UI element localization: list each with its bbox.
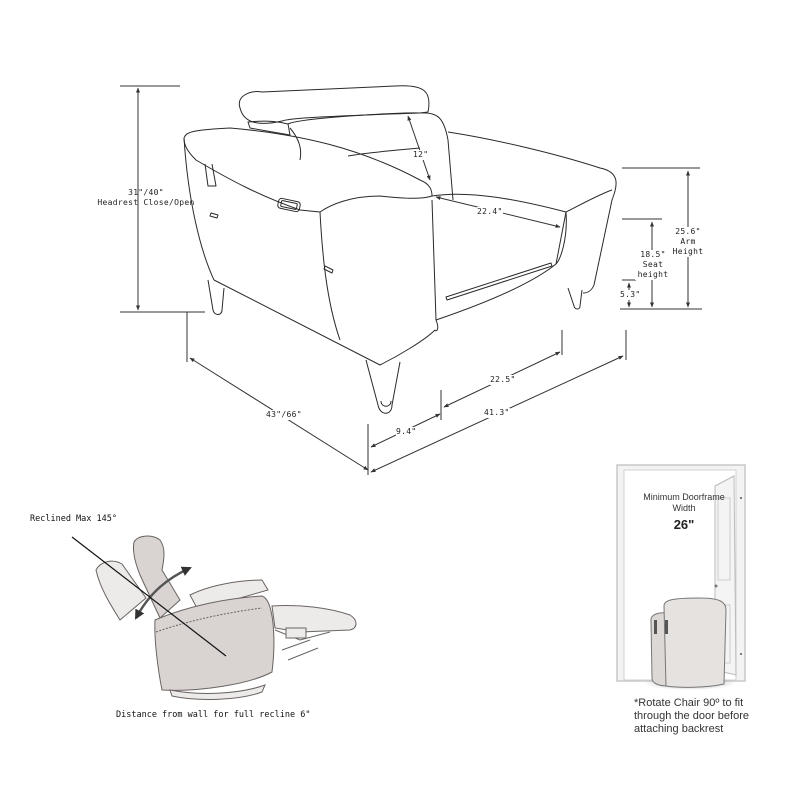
recline-title: Reclined Max 145°: [30, 514, 117, 524]
arm-height-caption-1: Arm: [680, 237, 696, 246]
doorframe-title-line-1: Minimum Doorframe: [643, 492, 725, 502]
arm-height-label: 25.6" Arm Height: [668, 227, 708, 257]
main-chair-drawing: [183, 85, 617, 414]
seat-height-value: 18.5": [640, 250, 666, 259]
recline-pointer-line: [71, 536, 227, 657]
doorframe-caption-line-3: attaching backrest: [634, 723, 724, 735]
arm-height-caption-2: Height: [672, 247, 704, 256]
depth-label: 43"/66": [266, 410, 302, 420]
headrest-depth-label: 12": [413, 150, 429, 160]
doorframe-drawing: [616, 464, 746, 690]
seat-depth-label: 22.4": [477, 207, 503, 217]
recline-chair-drawing: [95, 535, 357, 700]
leg-height-label: 5.3": [620, 290, 641, 300]
overall-width-label: 41.3": [484, 408, 510, 418]
dimension-lines: [120, 85, 702, 475]
arm-width-label: 9.4": [396, 427, 417, 437]
doorframe-caption-line-2: through the door before: [634, 710, 749, 722]
doorframe-caption: *Rotate Chair 90º to fit through the doo…: [634, 697, 749, 736]
seat-height-caption-1: Seat: [642, 260, 664, 269]
seat-height-label: 18.5" Seat height: [635, 250, 671, 280]
doorframe-title-line-2: Width: [672, 503, 696, 513]
height-caption: Headrest Close/Open: [97, 198, 195, 207]
height-value: 31"/40": [128, 188, 164, 197]
height-dimension-label: 31"/40" Headrest Close/Open: [96, 188, 196, 208]
doorframe-title: Minimum Doorframe Width: [636, 492, 732, 514]
recline-caption: Distance from wall for full recline 6": [116, 710, 311, 720]
recline-angle-arrow: [134, 566, 192, 620]
seat-width-label: 22.5": [490, 375, 516, 385]
doorframe-caption-line-1: *Rotate Chair 90º to fit: [634, 697, 744, 709]
arm-height-value: 25.6": [675, 227, 701, 236]
doorframe-width-value: 26": [673, 517, 695, 532]
seat-height-caption-2: height: [637, 270, 669, 279]
